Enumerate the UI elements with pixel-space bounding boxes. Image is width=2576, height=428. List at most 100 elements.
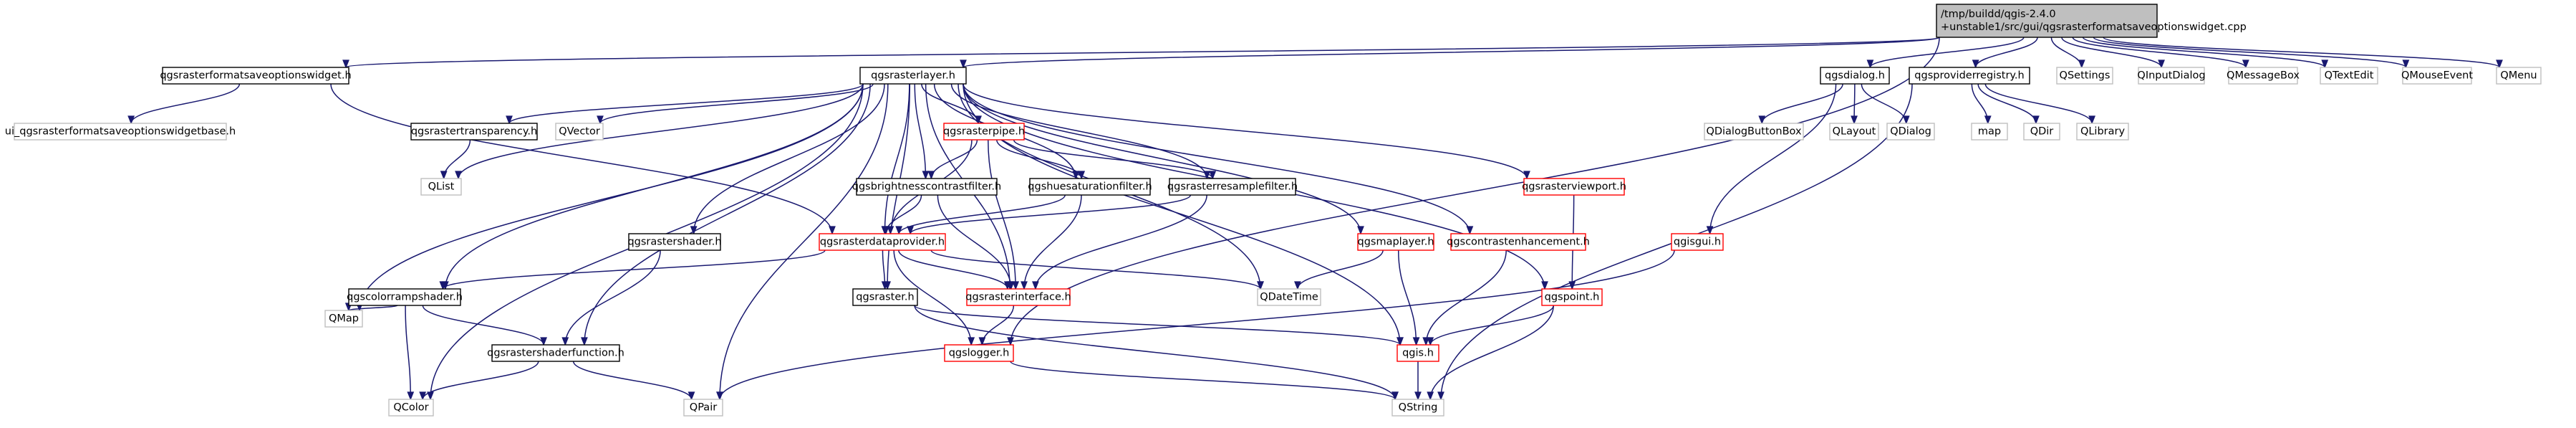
node-maplayer_h[interactable]: qgsmaplayer.h [1357, 233, 1434, 251]
node-dialog_h[interactable]: qgsdialog.h [1820, 67, 1890, 85]
node-box [420, 178, 462, 196]
arrowhead [2032, 115, 2040, 125]
arrowhead [440, 171, 448, 180]
node-huesaturation_h[interactable]: qgshuesaturationfilter.h [1028, 178, 1152, 196]
edge-line [572, 361, 693, 400]
node-label: qgisgui.h [1674, 237, 1721, 248]
node-optionswidget_h[interactable]: qgsrasterformatsaveoptionswidget.h [160, 67, 352, 85]
edge-line [2072, 37, 2247, 68]
node-contrast_h[interactable]: qgscontrastenhancement.h [1447, 233, 1590, 251]
node-label: ui_qgsrasterformatsaveoptionswidgetbase.… [5, 126, 236, 138]
arrowhead [1078, 171, 1086, 180]
edge-line [988, 139, 1016, 290]
edge-point_h-to-qstring [1427, 305, 1554, 401]
node-box [1541, 288, 1603, 306]
edge-line [910, 194, 1192, 234]
node-colorramp_h[interactable]: qgscolorrampshader.h [347, 288, 463, 306]
arrowhead [968, 337, 975, 346]
node-ui_base_h: ui_qgsrasterformatsaveoptionswidgetbase.… [5, 123, 236, 141]
node-rasterinterface_h[interactable]: qgsrasterinterface.h [965, 288, 1071, 306]
node-label: QMouseEvent [2401, 70, 2473, 82]
arrowhead [2402, 60, 2410, 69]
node-qgisgui_h[interactable]: qgisgui.h [1671, 233, 1724, 251]
edge-line [996, 139, 1082, 179]
node-box [1523, 178, 1625, 196]
node-qstring: QString [1391, 399, 1444, 417]
arrowhead [927, 171, 935, 180]
arrowhead [1866, 60, 1874, 69]
node-label: qgsrastershader.h [627, 237, 721, 248]
node-rasterpipe_h[interactable]: qgsrasterpipe.h [943, 123, 1025, 141]
node-box [1396, 344, 1439, 362]
arrowhead [1294, 281, 1301, 290]
edge-line [719, 83, 889, 400]
arrowhead [978, 337, 986, 346]
node-rasterviewport_h[interactable]: qgsrasterviewport.h [1522, 178, 1626, 196]
node-box [2023, 123, 2060, 141]
edge-rasterinterface_h-to-logger_h [978, 305, 1015, 346]
arrowhead [2321, 60, 2329, 69]
node-label: QString [1399, 402, 1438, 414]
edge-rasterpipe_h-to-resample_h [1013, 139, 1217, 180]
nodes-layer: /tmp/buildd/qgis-2.4.0+unstable1/src/gui… [5, 4, 2542, 417]
node-label: QDialogButtonBox [1706, 126, 1802, 138]
node-qcolor: QColor [388, 399, 434, 417]
node-label: qgsdialog.h [1825, 70, 1885, 82]
node-qinputdialog: QInputDialog [2137, 67, 2206, 85]
edge-root-to-qtextedit [2082, 37, 2329, 69]
node-rasterdataprovider_h[interactable]: qgsrasterdataprovider.h [819, 233, 946, 251]
node-providerregistry_h[interactable]: qgsproviderregistry.h [1909, 67, 2030, 85]
edge-line [458, 83, 864, 179]
edge-rasterdataprovider_h-to-raster_h [881, 249, 889, 290]
edge-providerregistry_h-to-qdir [1977, 83, 2040, 125]
node-box [1820, 67, 1890, 85]
node-box [1971, 123, 2008, 141]
node-label: QInputDialog [2137, 70, 2205, 82]
node-rastershader_h[interactable]: qgsrastershader.h [627, 233, 722, 251]
edge-line [2093, 37, 2407, 68]
arrowhead [2496, 60, 2503, 69]
node-qgis_h[interactable]: qgis.h [1396, 344, 1439, 362]
arrowhead [829, 226, 836, 235]
node-label: QColor [393, 402, 428, 414]
node-label: qgsmaplayer.h [1357, 237, 1434, 248]
node-label: QSettings [2060, 70, 2111, 82]
arrowhead [1523, 171, 1530, 180]
arrowhead [1412, 337, 1420, 346]
node-point_h[interactable]: qgspoint.h [1541, 288, 1603, 306]
edge-line [914, 305, 1396, 400]
edge-shaderfunction_h-to-qpair [572, 361, 695, 401]
edge-optionswidget_h-to-ui_base_h [127, 83, 241, 125]
arrowhead [1902, 115, 1910, 125]
arrowhead [1427, 391, 1434, 401]
edge-rastershader_h-to-shaderfunction_h [561, 249, 661, 346]
node-box [14, 123, 227, 141]
edge-shaderfunction_h-to-qcolor [419, 361, 539, 401]
node-rastertransparency_h[interactable]: qgsrastertransparency.h [410, 123, 538, 141]
node-shaderfunction_h[interactable]: qgsrastershaderfunction.h [487, 344, 624, 362]
node-rasterlayer_h[interactable]: qgsrasterlayer.h [859, 67, 967, 85]
node-raster_h[interactable]: qgsraster.h [852, 288, 918, 306]
edge-line [1974, 37, 2038, 68]
node-box [162, 67, 349, 85]
edge-line [1861, 83, 1907, 124]
arrowhead [506, 115, 513, 125]
edge-line [330, 83, 833, 234]
edge-line [930, 139, 978, 179]
node-logger_h[interactable]: qgslogger.h [944, 344, 1014, 362]
edge-line [584, 83, 871, 346]
edge-rastertransparency_h-to-qlist [440, 139, 471, 180]
edge-rasterpipe_h-to-brightness_h [927, 139, 978, 180]
node-box [2402, 67, 2472, 85]
node-box [1936, 4, 2158, 38]
arrowhead [881, 281, 889, 290]
arrowhead [2158, 60, 2165, 69]
node-resample_h[interactable]: qgsrasterresamplefilter.h [1167, 178, 1298, 196]
node-qdialogbuttonbox: QDialogButtonBox [1704, 123, 1804, 141]
node-qvector: QVector [555, 123, 604, 141]
node-brightness_h[interactable]: qgsbrightnesscontrastfilter.h [852, 178, 1001, 196]
node-box [1704, 123, 1804, 141]
edge-line [950, 83, 1208, 179]
node-map: map [1971, 123, 2008, 141]
